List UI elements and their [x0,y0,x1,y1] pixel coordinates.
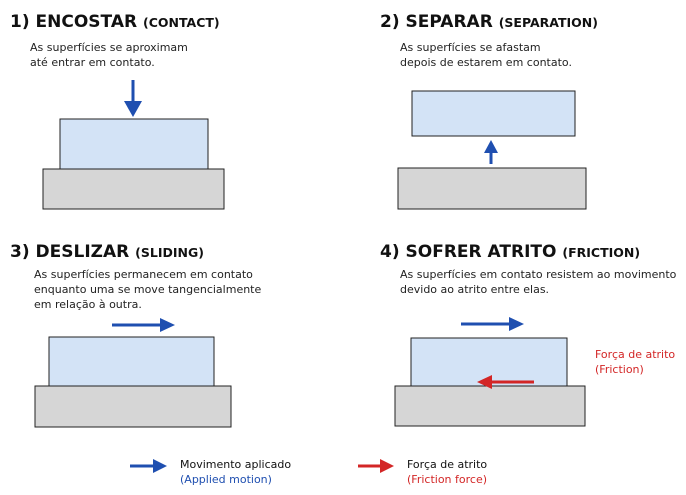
panel-title-en: (SLIDING) [135,245,204,260]
description-line: enquanto uma se move tangencialmente [34,283,262,296]
panel-title-pt: SOFRER ATRITO [405,242,557,262]
friction-force-arrow-left-icon [477,375,534,389]
panel-friction: 4) SOFRER ATRITO (FRICTION) As superfíci… [343,235,686,440]
panel-title-en: (FRICTION) [562,245,641,260]
description-line: As superfícies permanecem em contato [34,268,253,281]
description-line: devido ao atrito entre elas. [400,283,550,296]
panel-title-en: (CONTACT) [143,15,220,30]
bottom-block [34,385,232,428]
description-line: depois de estarem em contato. [400,56,572,69]
top-block [59,118,209,170]
panel-title: 4) SOFRER ATRITO (FRICTION) [380,242,640,262]
bottom-block [42,168,225,210]
top-block [48,336,215,387]
description-line: até entrar em contato. [30,56,155,69]
legend-sublabel: (Friction force) [407,473,488,486]
friction-illustration [394,317,586,427]
applied-motion-arrow-up-icon [484,140,498,164]
panel-title-pt: SEPARAR [405,12,493,32]
top-block [411,90,576,137]
friction-force-label: Força de atrito (Friction) [595,347,675,377]
legend-friction-arrow-icon [358,459,394,473]
bottom-block [394,385,586,427]
panel-contact: 1) ENCOSTAR (CONTACT) As superfícies se … [0,0,343,235]
legend-applied-arrow-icon [130,459,167,473]
bottom-block [397,167,587,210]
friction-label-line: (Friction) [595,363,644,376]
contact-illustration [42,80,225,210]
panel-description: As superfícies se afastam depois de esta… [400,40,572,70]
legend-arrows [130,459,394,473]
panel-title-pt: ENCOSTAR [35,12,138,32]
legend-label: Movimento aplicado [180,458,292,471]
legend-applied-motion: Movimento aplicado (Applied motion) [180,457,291,487]
description-line: As superfícies em contato resistem ao mo… [400,268,677,281]
panel-title-pt: DESLIZAR [35,242,130,262]
friction-label-line: Força de atrito [595,348,676,361]
panel-separation: 2) SEPARAR (SEPARATION) As superfícies s… [343,0,686,235]
description-line: em relação à outra. [34,298,142,311]
legend: Movimento aplicado (Applied motion) Forç… [0,440,686,495]
separation-illustration [397,90,587,210]
panel-number: 1) [10,12,30,32]
panel-number: 3) [10,242,30,262]
panel-description: As superfícies em contato resistem ao mo… [400,267,676,297]
panel-number: 4) [380,242,400,262]
panel-title: 2) SEPARAR (SEPARATION) [380,12,598,32]
applied-motion-arrow-right-icon [112,318,175,332]
description-line: As superfícies se aproximam [30,41,188,54]
sliding-illustration [34,318,232,428]
applied-motion-arrow-right-icon [461,317,524,331]
legend-sublabel: (Applied motion) [180,473,272,486]
panel-title-en: (SEPARATION) [498,15,598,30]
panel-title: 3) DESLIZAR (SLIDING) [10,242,204,262]
panel-title: 1) ENCOSTAR (CONTACT) [10,12,220,32]
panel-sliding: 3) DESLIZAR (SLIDING) As superfícies per… [0,235,343,440]
applied-motion-arrow-down-icon [124,80,142,117]
description-line: As superfícies se afastam [400,41,541,54]
legend-friction-force: Força de atrito (Friction force) [407,457,487,487]
panel-description: As superfícies se aproximam até entrar e… [30,40,188,70]
panel-description: As superfícies permanecem em contato enq… [34,267,261,312]
panel-number: 2) [380,12,400,32]
legend-label: Força de atrito [407,458,488,471]
